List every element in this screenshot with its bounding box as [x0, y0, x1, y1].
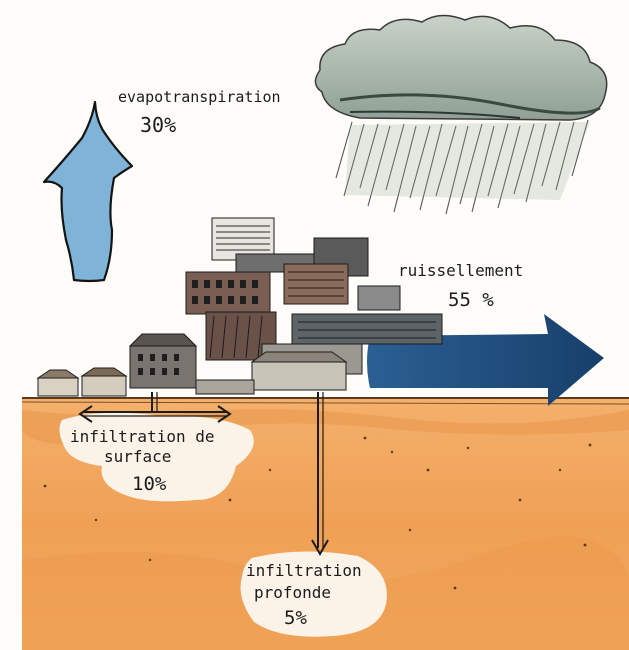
rain-shade — [345, 122, 590, 200]
surface-infiltration-bubble — [59, 412, 254, 502]
surface-infiltration-line1: infiltration de — [70, 427, 215, 446]
deep-infiltration-bubble — [240, 551, 387, 637]
evapotranspiration-percent: 30% — [140, 113, 176, 137]
rain — [335, 119, 589, 215]
evapotranspiration-label: evapotranspiration 30% — [118, 88, 281, 137]
deep-infiltration-line1: infiltration — [246, 561, 362, 580]
deep-infiltration-percent: 5% — [284, 607, 307, 629]
evapotranspiration-arrow — [42, 100, 134, 283]
deep-infiltration-line2: profonde — [254, 583, 331, 602]
city — [36, 217, 443, 397]
surface-infiltration-label: infiltration de surface 10% — [70, 427, 215, 495]
deep-infiltration-arrow — [311, 392, 329, 557]
runoff-label: ruissellement 55 % — [398, 261, 523, 311]
deep-infiltration-label: infiltration profonde 5% — [246, 561, 362, 629]
surface-infiltration-percent: 10% — [132, 473, 167, 495]
runoff-name: ruissellement — [398, 261, 523, 280]
surface-infiltration-line2: surface — [104, 447, 171, 466]
evapotranspiration-name: evapotranspiration — [118, 88, 281, 106]
rain-cloud — [314, 14, 608, 121]
runoff-percent: 55 % — [448, 289, 494, 311]
surface-infiltration-arrow — [78, 392, 232, 423]
